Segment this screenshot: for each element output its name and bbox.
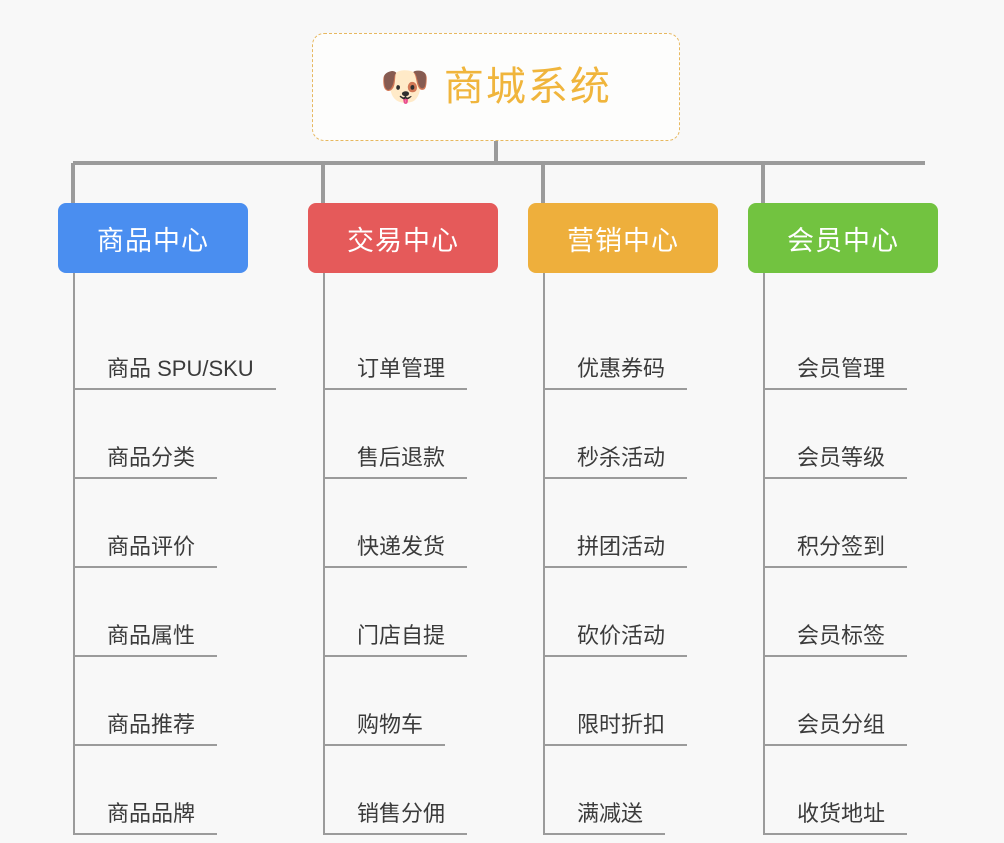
list-item[interactable]: 会员分组 bbox=[765, 657, 938, 746]
list-item[interactable]: 限时折扣 bbox=[545, 657, 718, 746]
branch-header-label: 交易中心 bbox=[347, 225, 459, 256]
leaf-label: 会员标签 bbox=[765, 623, 908, 657]
root-title: 商城系统 bbox=[443, 65, 612, 109]
leaf-label: 商品 SPU/SKU bbox=[75, 356, 276, 390]
leaf-label: 会员分组 bbox=[765, 712, 908, 746]
list-item[interactable]: 收货地址 bbox=[765, 746, 938, 835]
list-item[interactable]: 砍价活动 bbox=[545, 568, 718, 657]
list-item[interactable]: 销售分佣 bbox=[325, 746, 498, 835]
list-item[interactable]: 售后退款 bbox=[325, 390, 498, 479]
leaf-label: 商品分类 bbox=[75, 445, 218, 479]
branch-header-product[interactable]: 商品中心 bbox=[58, 203, 248, 273]
branch-column-marketing: 营销中心 优惠券码 秒杀活动 拼团活动 砍价活动 限时折扣 满减送 bbox=[528, 203, 718, 835]
list-item[interactable]: 积分签到 bbox=[765, 479, 938, 568]
branch-header-label: 商品中心 bbox=[97, 225, 209, 256]
leaf-label: 售后退款 bbox=[325, 445, 468, 479]
branch-header-trade[interactable]: 交易中心 bbox=[308, 203, 498, 273]
list-item[interactable]: 秒杀活动 bbox=[545, 390, 718, 479]
leaf-label: 商品评价 bbox=[75, 534, 218, 568]
list-item[interactable]: 会员等级 bbox=[765, 390, 938, 479]
leaf-label: 门店自提 bbox=[325, 623, 468, 657]
leaf-label: 销售分佣 bbox=[325, 801, 468, 835]
list-item[interactable]: 商品分类 bbox=[75, 390, 248, 479]
branch-column-product: 商品中心 商品 SPU/SKU 商品分类 商品评价 商品属性 商品推荐 商品品牌 bbox=[58, 203, 276, 835]
root-node[interactable]: 🐶 商城系统 bbox=[312, 33, 680, 141]
leaf-label: 砍价活动 bbox=[545, 623, 688, 657]
leaf-list-marketing: 优惠券码 秒杀活动 拼团活动 砍价活动 限时折扣 满减送 bbox=[543, 273, 718, 835]
leaf-label: 商品属性 bbox=[75, 623, 218, 657]
list-item[interactable]: 优惠券码 bbox=[545, 301, 718, 390]
branch-header-label: 会员中心 bbox=[787, 225, 899, 256]
leaf-label: 商品品牌 bbox=[75, 801, 218, 835]
list-item[interactable]: 快递发货 bbox=[325, 479, 498, 568]
list-item[interactable]: 购物车 bbox=[325, 657, 498, 746]
branch-header-label: 营销中心 bbox=[567, 225, 679, 256]
leaf-label: 会员管理 bbox=[765, 356, 908, 390]
leaf-label: 满减送 bbox=[545, 801, 666, 835]
shiba-dog-face-icon: 🐶 bbox=[380, 65, 430, 109]
list-item[interactable]: 门店自提 bbox=[325, 568, 498, 657]
list-item[interactable]: 商品 SPU/SKU bbox=[75, 301, 276, 390]
list-item[interactable]: 拼团活动 bbox=[545, 479, 718, 568]
list-item[interactable]: 商品推荐 bbox=[75, 657, 248, 746]
leaf-label: 优惠券码 bbox=[545, 356, 688, 390]
leaf-list-trade: 订单管理 售后退款 快递发货 门店自提 购物车 销售分佣 bbox=[323, 273, 498, 835]
list-item[interactable]: 商品评价 bbox=[75, 479, 248, 568]
leaf-label: 会员等级 bbox=[765, 445, 908, 479]
leaf-label: 购物车 bbox=[325, 712, 446, 746]
leaf-label: 限时折扣 bbox=[545, 712, 688, 746]
list-item[interactable]: 订单管理 bbox=[325, 301, 498, 390]
leaf-label: 商品推荐 bbox=[75, 712, 218, 746]
list-item[interactable]: 会员管理 bbox=[765, 301, 938, 390]
list-item[interactable]: 商品属性 bbox=[75, 568, 248, 657]
leaf-label: 拼团活动 bbox=[545, 534, 688, 568]
list-item[interactable]: 满减送 bbox=[545, 746, 718, 835]
leaf-label: 秒杀活动 bbox=[545, 445, 688, 479]
leaf-list-product: 商品 SPU/SKU 商品分类 商品评价 商品属性 商品推荐 商品品牌 bbox=[73, 273, 276, 835]
branch-column-trade: 交易中心 订单管理 售后退款 快递发货 门店自提 购物车 销售分佣 bbox=[308, 203, 498, 835]
branch-columns: 商品中心 商品 SPU/SKU 商品分类 商品评价 商品属性 商品推荐 商品品牌… bbox=[0, 203, 1004, 843]
list-item[interactable]: 会员标签 bbox=[765, 568, 938, 657]
leaf-label: 收货地址 bbox=[765, 801, 908, 835]
branch-header-member[interactable]: 会员中心 bbox=[748, 203, 938, 273]
list-item[interactable]: 商品品牌 bbox=[75, 746, 248, 835]
branch-header-marketing[interactable]: 营销中心 bbox=[528, 203, 718, 273]
leaf-label: 快递发货 bbox=[325, 534, 468, 568]
leaf-label: 积分签到 bbox=[765, 534, 908, 568]
leaf-label: 订单管理 bbox=[325, 356, 468, 390]
branch-column-member: 会员中心 会员管理 会员等级 积分签到 会员标签 会员分组 收货地址 bbox=[748, 203, 938, 835]
leaf-list-member: 会员管理 会员等级 积分签到 会员标签 会员分组 收货地址 bbox=[763, 273, 938, 835]
